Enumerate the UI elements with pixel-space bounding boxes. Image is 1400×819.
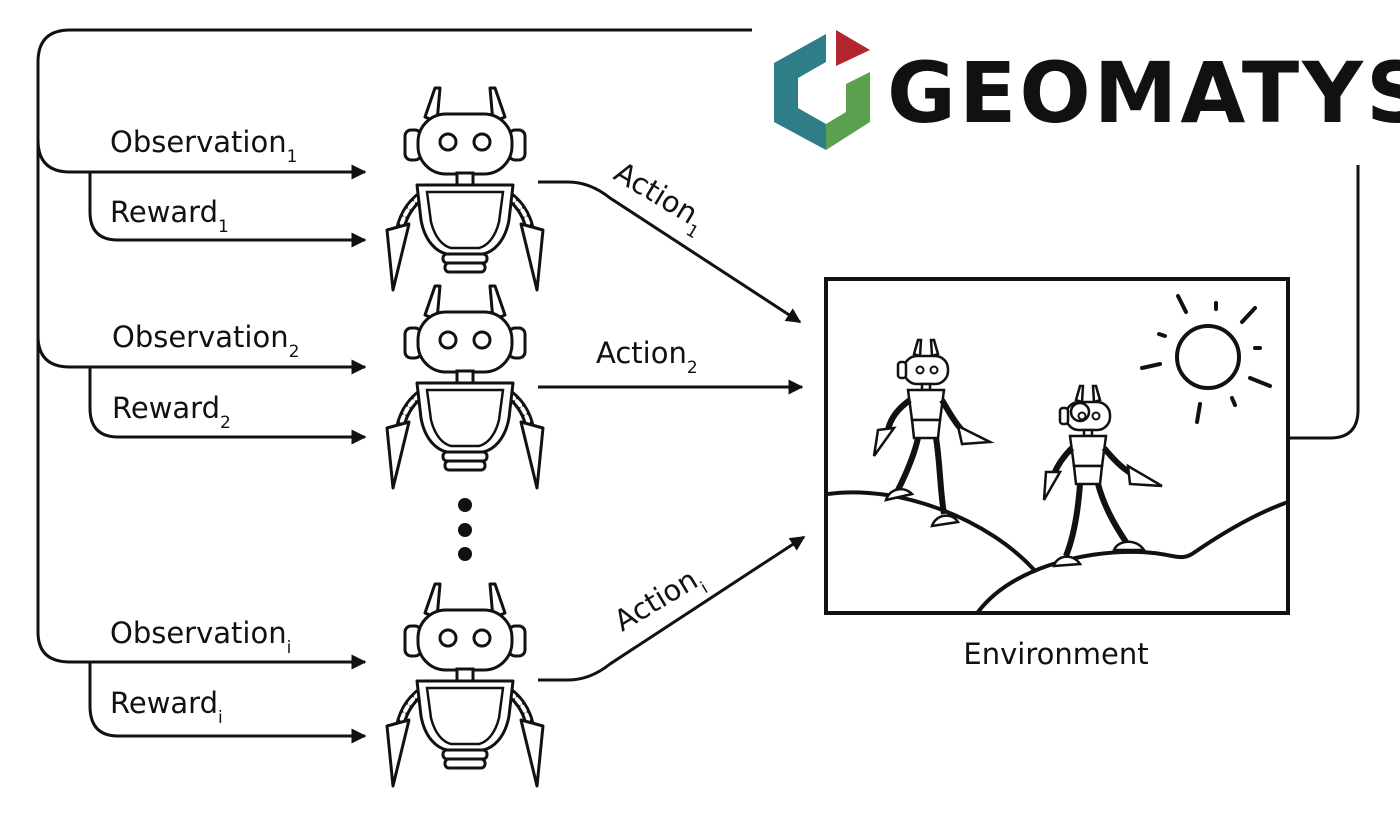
reward-subscript: i [218,708,223,728]
svg-text:Reward1: Reward1 [110,195,229,237]
action-subscript: 2 [687,358,698,378]
agent-1-labels: Observation1 Reward1 Action1 [110,125,704,243]
environment-robot-left-icon [872,338,995,528]
observation-label: Observation [110,616,287,650]
observation-label: Observation [112,320,289,354]
reward-subscript: 2 [220,413,231,433]
svg-text:Reward2: Reward2 [112,391,231,433]
svg-text:Observation1: Observation1 [110,125,297,167]
action-label: Action [608,562,703,638]
environment-box [824,277,1290,615]
action-label: Action [596,336,687,370]
feedback-loop-lines [36,28,1360,744]
environment-robot-right-icon [1042,384,1163,568]
observation-subscript: 2 [289,342,300,362]
reward-label: Reward [112,391,220,425]
agent-2-robot-icon [387,286,543,488]
environment-label: Environment [963,637,1148,671]
svg-text:Rewardi: Rewardi [110,686,223,728]
reward-subscript: 1 [218,217,229,237]
observation-subscript: i [287,638,292,658]
sun-icon [1140,294,1272,424]
reward-label: Reward [110,686,218,720]
observation-label: Observation [110,125,287,159]
geomatys-logo: GEOMATYS [774,30,1400,150]
ellipsis-dots-icon [458,498,472,561]
svg-text:Observation2: Observation2 [112,320,299,362]
agent-1-robot-icon [387,88,543,290]
reward-label: Reward [110,195,218,229]
svg-text:Action2: Action2 [596,336,698,378]
agent-i-robot-icon [387,584,543,786]
observation-subscript: 1 [287,147,298,167]
agent-2-labels: Observation2 Reward2 Action2 [112,320,698,433]
action-label: Action [608,155,703,231]
geomatys-logo-text: GEOMATYS [887,44,1400,142]
geomatys-mark-icon [774,30,870,150]
svg-text:Observationi: Observationi [110,616,291,658]
action-arrows [538,180,806,682]
